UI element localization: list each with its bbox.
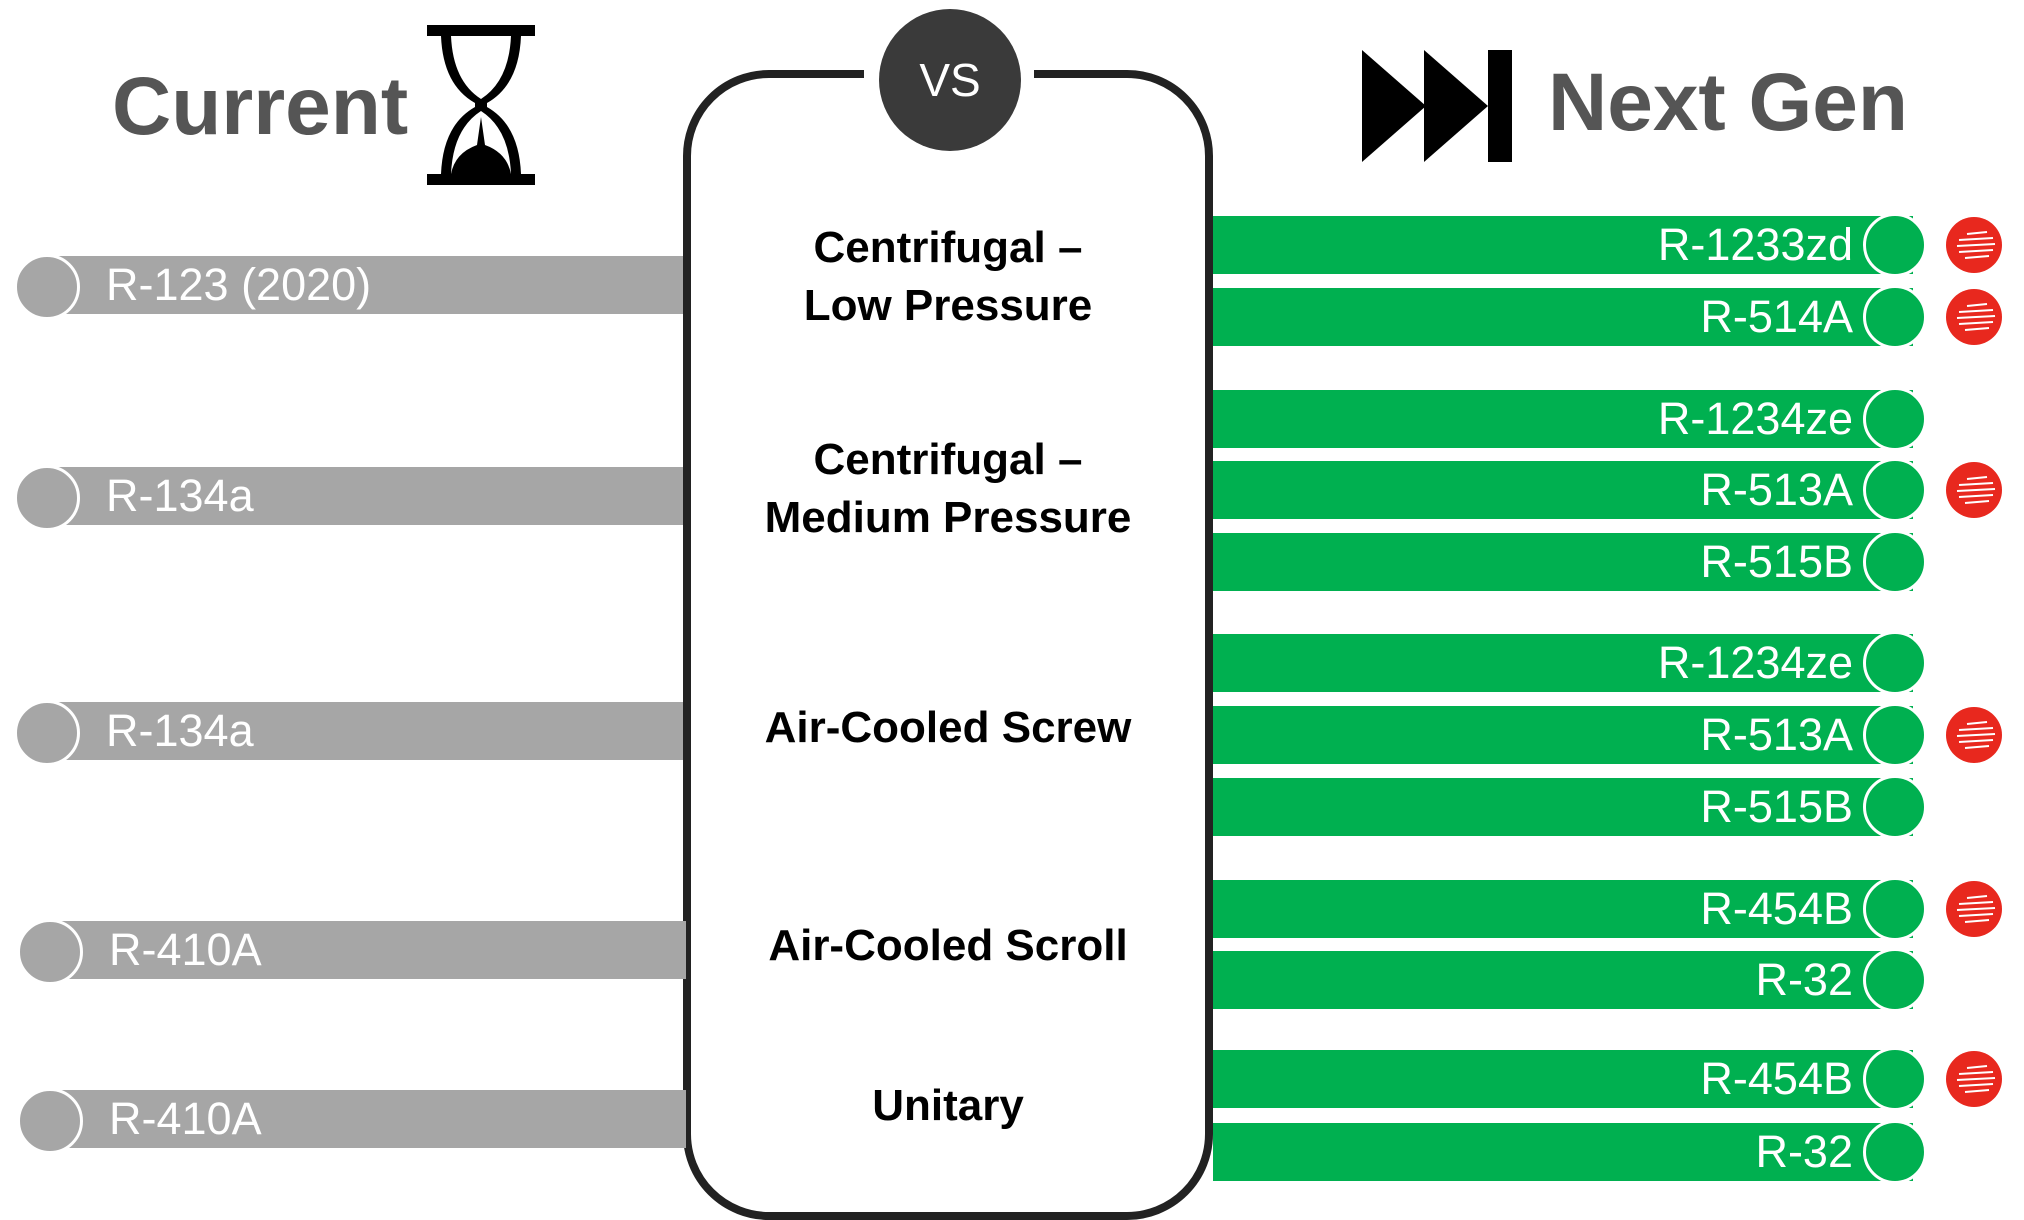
- next-gen-label: R-454B: [1700, 1053, 1853, 1104]
- category-centrifugal-medium: Centrifugal – Medium Pressure: [691, 431, 1205, 547]
- next-gen-bar: [1213, 288, 1913, 346]
- next-gen-cap: [1863, 213, 1927, 277]
- low-gwp-badge-icon: [1946, 881, 2002, 937]
- next-gen-label: R-514A: [1700, 291, 1853, 342]
- low-gwp-badge-icon: [1946, 707, 2002, 763]
- current-cap: [17, 919, 83, 985]
- next-gen-bar: [1213, 533, 1913, 591]
- current-label: R-410A: [109, 924, 262, 975]
- vs-badge: VS: [879, 9, 1021, 151]
- next-gen-bar: [1213, 880, 1913, 938]
- next-gen-bar: [1213, 1123, 1913, 1181]
- hourglass-icon: [427, 25, 535, 185]
- current-bar: [48, 256, 683, 314]
- current-label: R-134a: [106, 705, 254, 756]
- category-air-cooled-scroll: Air-Cooled Scroll: [691, 917, 1205, 975]
- next-gen-label: R-1234ze: [1657, 393, 1853, 444]
- next-gen-label: R-32: [1755, 954, 1853, 1005]
- next-gen-label: R-515B: [1700, 781, 1853, 832]
- category-air-cooled-screw: Air-Cooled Screw: [691, 699, 1205, 757]
- next-gen-bar: [1213, 706, 1913, 764]
- category-line: Centrifugal –: [813, 435, 1083, 484]
- category-line: Air-Cooled Scroll: [768, 921, 1128, 970]
- category-unitary: Unitary: [691, 1077, 1205, 1135]
- next-gen-label: R-454B: [1700, 883, 1853, 934]
- current-bar: [51, 1090, 686, 1148]
- next-gen-bar: [1213, 1050, 1913, 1108]
- category-line: Unitary: [872, 1081, 1024, 1130]
- category-line: Medium Pressure: [764, 493, 1132, 542]
- next-gen-heading: Next Gen: [1548, 57, 1908, 148]
- next-gen-label: R-1233zd: [1657, 219, 1853, 270]
- next-gen-cap: [1863, 530, 1927, 594]
- low-gwp-badge-icon: [1946, 289, 2002, 345]
- next-gen-bar: [1213, 390, 1913, 448]
- current-cap: [14, 465, 80, 531]
- next-gen-cap: [1863, 775, 1927, 839]
- next-gen-cap: [1863, 703, 1927, 767]
- next-gen-cap: [1863, 877, 1927, 941]
- category-panel: [683, 70, 1213, 1220]
- next-gen-cap: [1863, 631, 1927, 695]
- current-label: R-410A: [109, 1093, 262, 1144]
- next-gen-cap: [1863, 948, 1927, 1012]
- current-bar: [48, 467, 683, 525]
- next-gen-label: R-1234ze: [1657, 637, 1853, 688]
- low-gwp-badge-icon: [1946, 1051, 2002, 1107]
- next-gen-bar: [1213, 461, 1913, 519]
- current-cap: [17, 1088, 83, 1154]
- next-gen-label: R-513A: [1700, 464, 1853, 515]
- fast-forward-icon: [1362, 50, 1512, 162]
- current-label: R-134a: [106, 470, 254, 521]
- next-gen-label: R-32: [1755, 1126, 1853, 1177]
- next-gen-bar: [1213, 216, 1913, 274]
- current-bar: [48, 702, 683, 760]
- next-gen-cap: [1863, 458, 1927, 522]
- category-line: Low Pressure: [803, 281, 1093, 330]
- low-gwp-badge-icon: [1946, 462, 2002, 518]
- next-gen-cap: [1863, 1047, 1927, 1111]
- category-centrifugal-low: Centrifugal – Low Pressure: [691, 219, 1205, 335]
- next-gen-cap: [1863, 387, 1927, 451]
- next-gen-bar: [1213, 778, 1913, 836]
- category-line: Centrifugal –: [813, 223, 1083, 272]
- next-gen-cap: [1863, 285, 1927, 349]
- current-cap: [14, 700, 80, 766]
- current-cap: [14, 254, 80, 320]
- category-line: Air-Cooled Screw: [764, 703, 1132, 752]
- current-label: R-123 (2020): [106, 259, 372, 310]
- current-bar: [51, 921, 686, 979]
- next-gen-cap: [1863, 1120, 1927, 1184]
- next-gen-label: R-513A: [1700, 709, 1853, 760]
- next-gen-bar: [1213, 634, 1913, 692]
- current-heading: Current: [112, 61, 409, 152]
- low-gwp-badge-icon: [1946, 217, 2002, 273]
- next-gen-label: R-515B: [1700, 536, 1853, 587]
- next-gen-bar: [1213, 951, 1913, 1009]
